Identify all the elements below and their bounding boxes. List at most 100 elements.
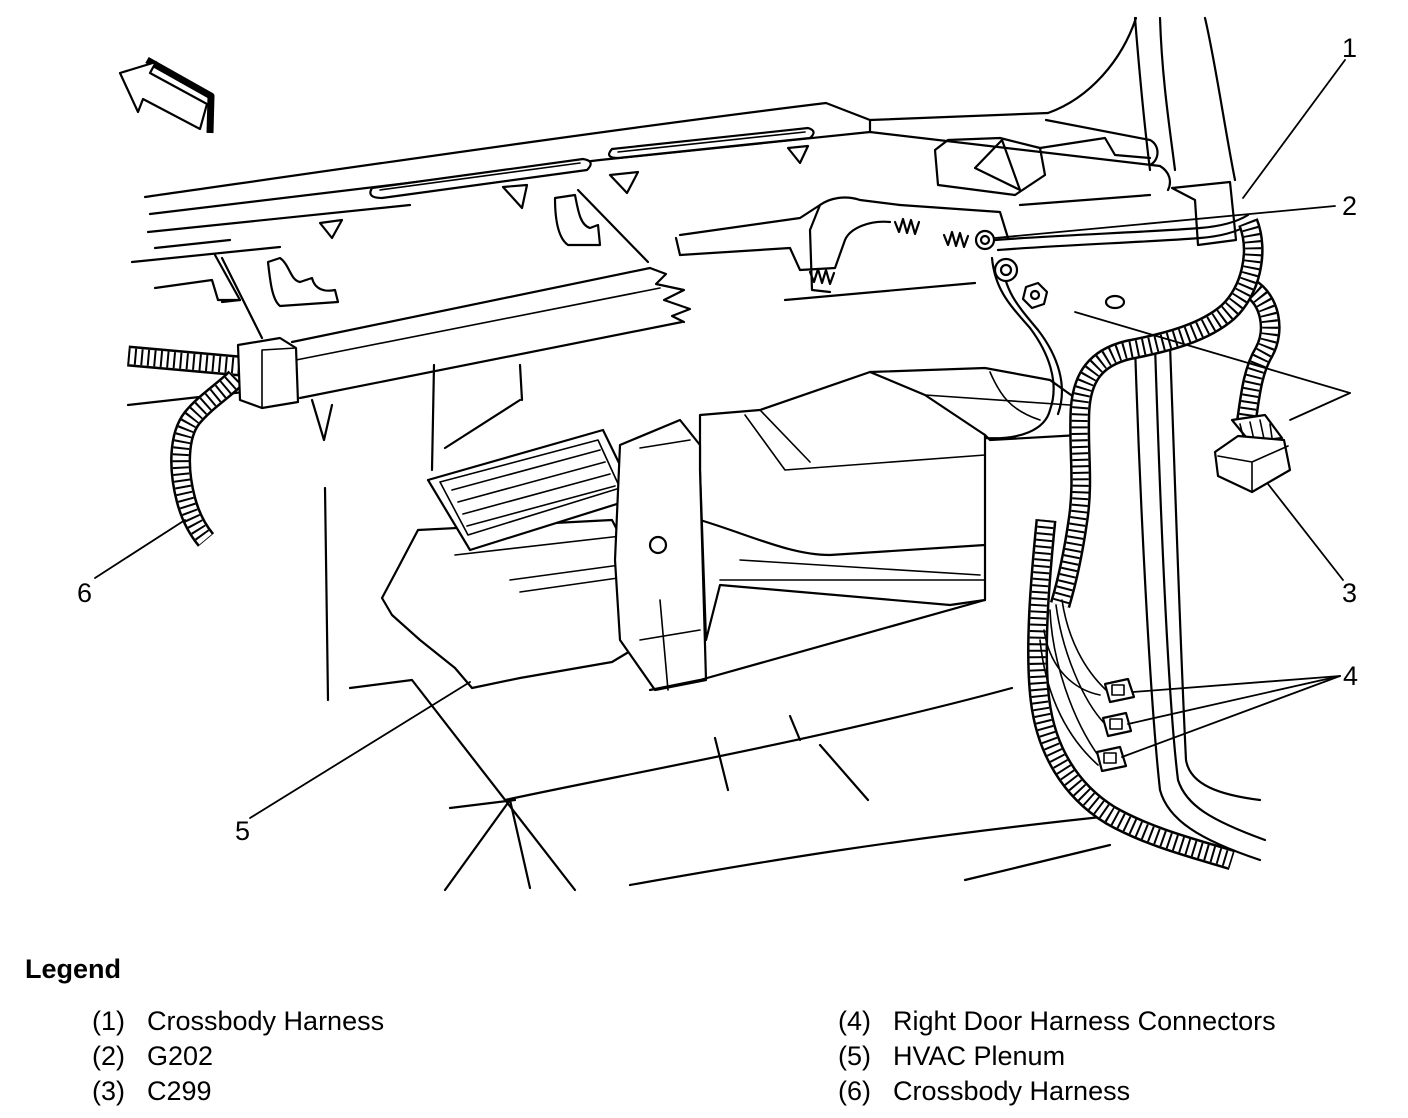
harness-inline-connector: [236, 336, 300, 410]
dash-strut-center: [576, 188, 650, 264]
reference-line-upper: [1074, 311, 1351, 394]
floor-line-1: [348, 678, 577, 892]
plenum-left-line-3: [519, 576, 626, 593]
dash-clip-left: [266, 256, 340, 308]
callout-6-label: 6: [77, 578, 92, 608]
cross-car-beam-bottom: [298, 320, 684, 400]
legend-item-6-label: Crossbody Harness: [893, 1076, 1130, 1106]
right-panel-bracket: [808, 203, 832, 294]
c299-connector: [1213, 413, 1292, 494]
dash-right-edge: [868, 130, 1171, 192]
a-pillar-line-2: [1158, 16, 1177, 172]
beam-bracket-triangle: [310, 398, 334, 442]
dash-top-edge: [143, 101, 1050, 199]
right-panel-upper: [898, 203, 1010, 240]
door-connector-wire-3: [1049, 609, 1101, 759]
defroster-vent-left-inner: [379, 162, 581, 191]
plenum-center-line-3: [639, 629, 701, 641]
callout-1-leader: [1242, 59, 1346, 199]
drawing-reference-lines: [1074, 311, 1351, 421]
door-connector-2-face: [1109, 718, 1123, 730]
floor-line-3: [448, 798, 517, 810]
dash-support-2: [430, 363, 436, 472]
floor-outline: [348, 678, 1122, 892]
dash-triangle-1: [318, 218, 344, 240]
crossbody-harness-left: [128, 336, 300, 540]
callout-labels: 1 2 3 4 5 6: [77, 33, 1358, 846]
floor-line-4: [503, 686, 1014, 802]
floor-line-8: [788, 714, 802, 742]
callout-6-leader: [94, 519, 186, 579]
instrument-panel: [126, 16, 1171, 702]
legend-item-1-label: Crossbody Harness: [147, 1006, 384, 1036]
c299-mating-plug: [1230, 413, 1284, 444]
ground-wire-loop: [983, 256, 1055, 440]
grille-slat-1: [451, 449, 601, 491]
right-panel-top: [678, 196, 902, 237]
floor-line-2: [443, 798, 532, 892]
reference-line-lower: [1289, 392, 1351, 421]
floor-line-9: [818, 743, 870, 802]
plenum-bottom-edge: [648, 598, 987, 692]
callout-5-leader: [249, 681, 471, 819]
plenum-right-rib-3: [739, 559, 981, 576]
legend-item-4-number: (4): [838, 1006, 871, 1036]
g202-terminal-hole: [999, 263, 1013, 277]
floor-line-5: [628, 813, 1122, 887]
arrow-body: [118, 60, 209, 131]
legend-title: Legend: [25, 954, 121, 984]
glovebox-vent: [933, 136, 1047, 197]
c299-pins: [1239, 419, 1273, 441]
dash-strut-left: [220, 256, 264, 340]
floor-line-6: [963, 843, 1112, 882]
ground-wire-upper: [993, 213, 1250, 242]
dash-third-edge: [146, 203, 412, 234]
threaded-stud-3: [808, 267, 836, 286]
grille-slat-2: [457, 461, 606, 503]
harness-inline-connector-face: [261, 347, 297, 409]
hinge-pillar-line-2: [1153, 343, 1267, 842]
cross-car-beam-top: [290, 266, 652, 344]
door-connector-1: [1103, 677, 1136, 704]
callout-3-label: 3: [1342, 578, 1357, 608]
dash-support-1: [323, 486, 330, 702]
legend-item-3-label: C299: [147, 1076, 212, 1106]
crossbody-harness-right: [1038, 222, 1271, 860]
defroster-vent-right: [608, 126, 815, 160]
legend-item-2-number: (2): [92, 1041, 125, 1071]
dash-left-bracket-tab: [213, 253, 242, 304]
door-connector-3-face: [1103, 752, 1117, 764]
callout-1-label: 1: [1342, 33, 1357, 63]
dash-triangle-3: [608, 170, 640, 195]
door-connector-wire-5: [1039, 639, 1099, 766]
callout-4-leader-c: [1121, 675, 1341, 758]
g202-bolt-center: [979, 234, 991, 246]
threaded-stud-1: [893, 217, 921, 236]
legend-item-3-number: (3): [92, 1076, 125, 1106]
a-pillar-line-3: [1203, 16, 1237, 182]
door-connector-wire-2: [1055, 604, 1106, 725]
door-connector-wire-4: [1043, 629, 1101, 696]
hinge-pillar-line-3: [1168, 343, 1262, 802]
callout-leaders: [94, 59, 1346, 819]
callout-2-label: 2: [1342, 191, 1357, 221]
defroster-vent-left: [369, 157, 592, 200]
ground-wire-loop-2: [1000, 260, 1063, 416]
legend-item-4-label: Right Door Harness Connectors: [893, 1006, 1276, 1036]
dash-right-trim: [1038, 136, 1152, 160]
glovebox-vent-triangle: [973, 138, 1022, 192]
g202-terminal-ring: [993, 257, 1019, 283]
a-pillar-line-1: [1133, 16, 1152, 172]
legend: Legend (1) Crossbody Harness (2) G202 (3…: [25, 954, 1276, 1106]
plenum-center-line-2: [659, 599, 669, 691]
dash-left-bracket: [153, 278, 242, 302]
dash-right-upper-edge: [1044, 118, 1159, 167]
grille-slat-4: [466, 485, 616, 527]
plenum-left-box: [380, 518, 642, 690]
dash-right-lower-trim: [1018, 193, 1152, 207]
callout-4-leader-a: [1132, 675, 1341, 693]
plenum-center-line-1: [639, 439, 691, 449]
callout-4-leader-b: [1127, 675, 1341, 725]
dash-left-ledge-2: [153, 238, 232, 250]
plenum-left-line-2: [509, 564, 621, 581]
